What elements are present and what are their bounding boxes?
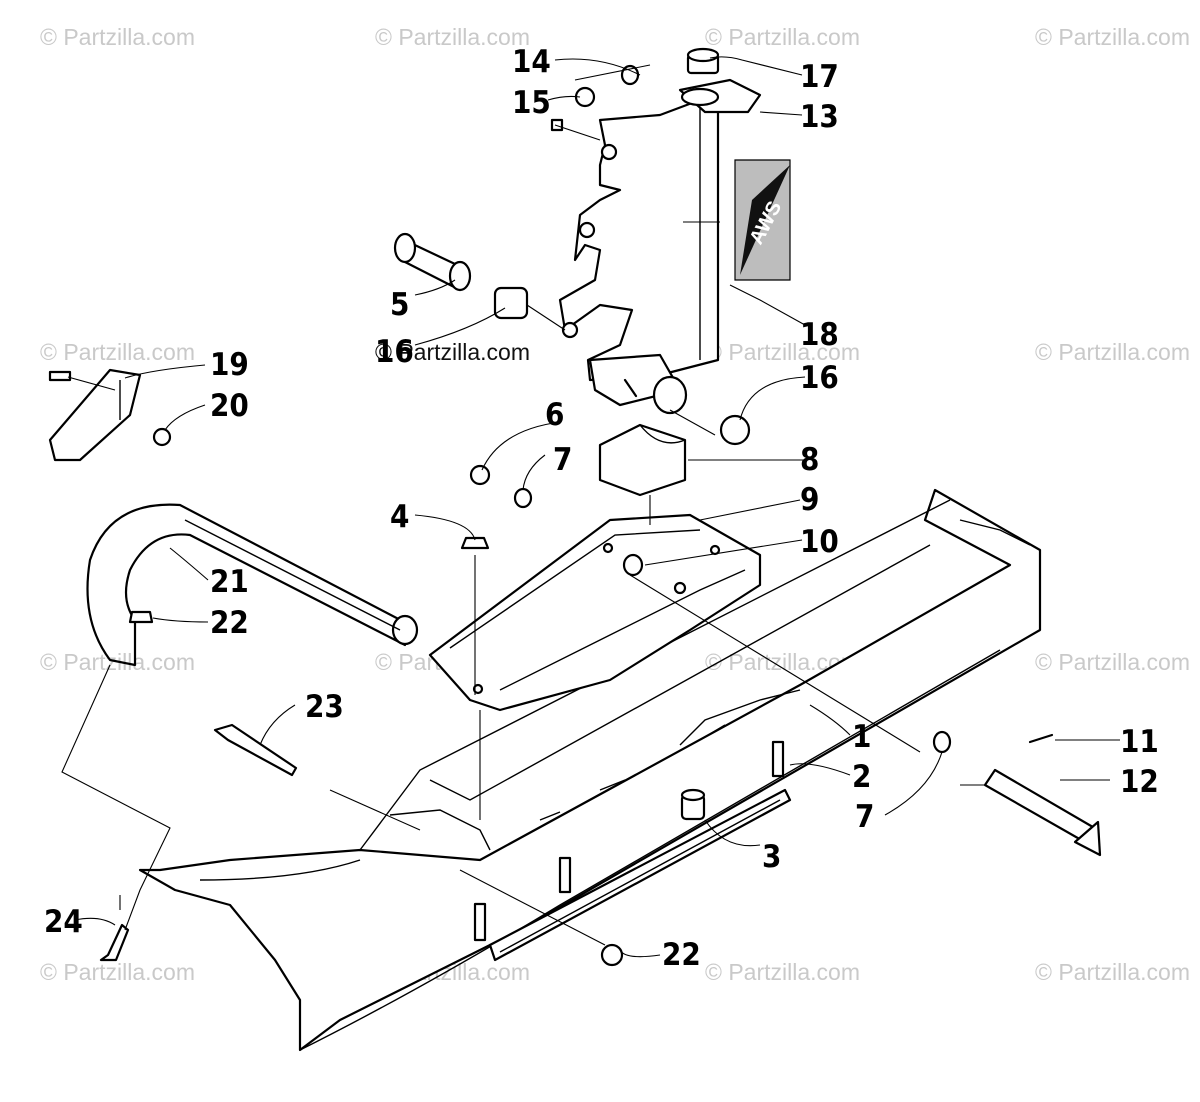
watermark: © Partzilla.com <box>705 24 860 50</box>
watermark: © Partzilla.com <box>1035 959 1190 985</box>
callout-3: 3 <box>762 839 781 875</box>
cap-part <box>686 47 720 75</box>
pad-part <box>598 423 687 497</box>
callout-10: 10 <box>800 524 839 560</box>
guard-bracket-part <box>48 368 172 462</box>
callout-8: 8 <box>800 442 819 478</box>
callout-23: 23 <box>305 689 344 725</box>
callout-17: 17 <box>800 59 839 95</box>
loop-handle-part <box>86 503 419 667</box>
callout-24: 24 <box>44 904 83 940</box>
spindle-arm-part <box>558 78 762 415</box>
watermark: © Partzilla.com <box>375 24 530 50</box>
callout-2: 2 <box>852 759 871 795</box>
callout-22-lower: 22 <box>662 937 701 973</box>
watermark: © Partzilla.com <box>1035 24 1190 50</box>
callout-9: 9 <box>800 482 819 518</box>
callout-7-upper: 7 <box>553 442 572 478</box>
callout-16-left: 16 <box>375 334 414 370</box>
watermark: © Partzilla.com <box>705 339 860 365</box>
leader-lines <box>61 56 1120 958</box>
stud <box>473 902 487 942</box>
callout-16-right: 16 <box>800 360 839 396</box>
callout-14: 14 <box>512 44 551 80</box>
callout-12: 12 <box>1120 764 1159 800</box>
callout-18: 18 <box>800 317 839 353</box>
stud <box>558 856 572 894</box>
callout-7-lower: 7 <box>855 799 874 835</box>
callout-19: 19 <box>210 347 249 383</box>
watermark-center: © Partzilla.com <box>375 339 530 365</box>
bushings <box>393 232 751 446</box>
watermarks: © Partzilla.com © Partzilla.com © Partzi… <box>40 24 1190 985</box>
callout-20: 20 <box>210 388 249 424</box>
callout-1: 1 <box>852 719 871 755</box>
hardware <box>99 64 1102 967</box>
watermark: © Partzilla.com <box>1035 649 1190 675</box>
watermark: © Partzilla.com <box>40 959 195 985</box>
ski-part <box>138 488 1042 1052</box>
callout-11: 11 <box>1120 724 1159 760</box>
watermark: © Partzilla.com <box>1035 339 1190 365</box>
stud-bolts <box>473 740 785 942</box>
watermark: © Partzilla.com <box>705 959 860 985</box>
decal-part: AWS <box>734 159 791 281</box>
stud <box>771 740 785 778</box>
callouts: 14 15 17 13 18 5 16 16 6 7 8 9 10 4 19 2… <box>44 44 1159 973</box>
callout-13: 13 <box>800 99 839 135</box>
callout-5: 5 <box>390 287 409 323</box>
callout-21: 21 <box>210 564 249 600</box>
callout-15: 15 <box>512 85 551 121</box>
damper-part <box>680 788 706 821</box>
callout-22-upper: 22 <box>210 605 249 641</box>
callout-4: 4 <box>390 499 409 535</box>
watermark: © Partzilla.com <box>40 24 195 50</box>
callout-6: 6 <box>545 397 564 433</box>
watermark: © Partzilla.com <box>40 339 195 365</box>
